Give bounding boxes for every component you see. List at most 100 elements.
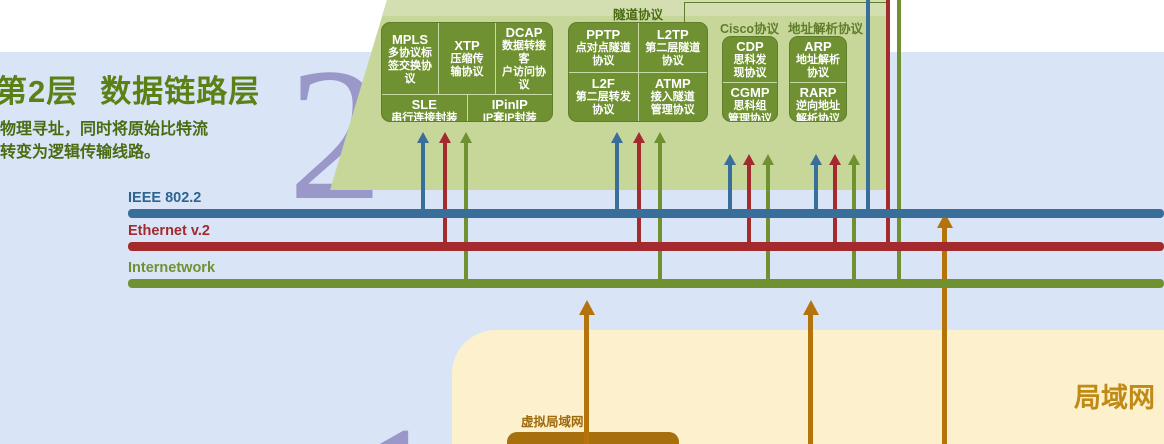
protocol-cn-line: 地址解析 (796, 54, 840, 66)
layer-number-label: 第2层 (0, 74, 79, 109)
watermark-layer-number-lower: 1 (350, 398, 445, 444)
protocol-cn-line: 思科发 (733, 54, 767, 66)
protocol-cell-dcap[interactable]: DCAP 数据转接客 户访问协议 (495, 23, 552, 94)
connector-arrow-ethernet (632, 132, 645, 246)
protocol-abbr: SLE (411, 97, 437, 112)
protocol-abbr: ARP (804, 39, 832, 54)
connector-arrow-internetwork (459, 132, 472, 283)
connector-arrow-ethernet (742, 154, 755, 246)
protocol-cn-line: 协议 (661, 54, 684, 67)
protocol-cell-pptp[interactable]: PPTP 点对点隧道 协议 (569, 23, 638, 72)
connector-arrow-ethernet (828, 154, 841, 246)
protocol-cn-line: 点对点隧道 (575, 41, 631, 54)
protocol-cn-line: 签交换协议 (388, 59, 432, 85)
protocol-abbr: DCAP (505, 25, 543, 40)
protocol-row: L2F 第二层转发 协议 ATMP 接入隧道 管理协议 (569, 71, 708, 122)
protocol-abbr: IPinIP (491, 97, 528, 112)
group-caption-arp: 地址解析协议 (788, 22, 864, 36)
protocol-abbr: RARP (799, 85, 837, 100)
layer-description: 物理寻址，同时将原始比特流 转变为逻辑传输线路。 (0, 118, 208, 164)
protocol-group-tunnel[interactable]: PPTP 点对点隧道 协议 L2TP 第二层隧道 协议 L2F 第二层转发 协议… (568, 22, 708, 122)
bus-label-ethernet: Ethernet v.2 (128, 223, 210, 239)
protocol-cn-line: 串行连接封装 (391, 112, 458, 122)
protocol-cn-line: 数据转接客 (502, 40, 546, 65)
protocol-abbr: ATMP (654, 76, 691, 92)
vlan-box[interactable] (507, 432, 679, 444)
protocol-cn-line: 户访问协议 (502, 66, 546, 91)
protocol-row: MPLS 多协议标 签交换协议 XTP 压缩传 输协议 DCAP 数据转接客 户… (382, 23, 552, 94)
protocol-abbr: PPTP (586, 26, 621, 42)
tunnel-scope-bracket (684, 2, 888, 28)
protocol-cn-line: 现协议 (733, 67, 767, 79)
connector-arrow-internetwork (761, 154, 774, 283)
layer-description-line-1: 物理寻址，同时将原始比特流 (0, 121, 209, 138)
protocol-row: ARP 地址解析 协议 (790, 37, 846, 82)
protocol-cn-line: 多协议标 (388, 46, 432, 59)
layer-description-line-2: 转变为逻辑传输线路。 (0, 144, 161, 161)
protocol-cn-line: 接入隧道 (650, 91, 695, 104)
protocol-cn-line: IP套IP封装 (482, 112, 537, 122)
protocol-cell-mpls[interactable]: MPLS 多协议标 签交换协议 (382, 23, 438, 94)
group-caption-tunnel: 隧道协议 (613, 8, 664, 22)
connector-arrow-vlan-uplink (578, 300, 595, 444)
protocol-cell-arp[interactable]: ARP 地址解析 协议 (790, 37, 846, 82)
protocol-cell-atmp[interactable]: ATMP 接入隧道 管理协议 (637, 72, 708, 121)
bus-label-ieee: IEEE 802.2 (128, 190, 202, 206)
vlan-label: 虚拟局域网 (521, 415, 584, 429)
bus-line-ethernet (128, 242, 1164, 251)
protocol-row: PPTP 点对点隧道 协议 L2TP 第二层隧道 协议 (569, 23, 707, 72)
connector-arrow-internetwork (847, 154, 860, 283)
bus-line-ieee (128, 209, 1164, 218)
connector-arrow-ieee (723, 154, 736, 213)
protocol-abbr: CDP (736, 39, 764, 54)
connector-arrow-ethernet (438, 132, 451, 246)
protocol-cell-xtp[interactable]: XTP 压缩传 输协议 (438, 23, 495, 94)
protocol-cn-line: 管理协议 (728, 113, 772, 122)
protocol-cn-line: 协议 (592, 104, 615, 117)
protocol-cell-ipinip[interactable]: IPinIP IP套IP封装 协议 (466, 95, 553, 122)
protocol-group-arp[interactable]: ARP 地址解析 协议 RARP 逆向地址 解析协议 (789, 36, 847, 122)
protocol-cell-cdp[interactable]: CDP 思科发 现协议 (723, 37, 777, 82)
protocol-cn-line: 管理协议 (650, 104, 695, 117)
bus-line-internetwork (128, 279, 1164, 288)
layer-name-label: 数据链路层 (100, 74, 261, 109)
trunk-line-ieee (866, 0, 870, 213)
protocol-abbr: MPLS (391, 31, 429, 47)
protocol-abbr: XTP (454, 38, 480, 53)
protocol-cn-line: 第二层转发 (575, 91, 631, 104)
protocol-group-cisco[interactable]: CDP 思科发 现协议 CGMP 思科组 管理协议 (722, 36, 778, 122)
protocol-row: CDP 思科发 现协议 (723, 37, 777, 82)
page-title: 第2层数据链路层 (0, 66, 260, 111)
connector-arrow-internetwork (653, 132, 666, 283)
trunk-line-ethernet (886, 0, 890, 246)
protocol-cn-line: 解析协议 (796, 113, 840, 122)
lan-title: 局域网 (1074, 383, 1155, 413)
protocol-abbr: L2TP (656, 26, 689, 42)
connector-arrow-ieee (809, 154, 822, 213)
bus-label-internetwork: Internetwork (128, 260, 216, 276)
layer2-protocol-panel-highlight (382, 0, 890, 16)
protocol-row: SLE 串行连接封装 协议 IPinIP IP套IP封装 协议 (382, 94, 553, 122)
connector-arrow-lan-uplink (802, 300, 819, 444)
protocol-abbr: CGMP (730, 85, 770, 100)
connector-arrow-ieee (416, 132, 429, 213)
protocol-cell-cgmp[interactable]: CGMP 思科组 管理协议 (723, 83, 777, 122)
protocol-cell-sle[interactable]: SLE 串行连接封装 协议 (382, 95, 467, 122)
protocol-row: RARP 逆向地址 解析协议 (790, 82, 846, 122)
protocol-group-mpls[interactable]: MPLS 多协议标 签交换协议 XTP 压缩传 输协议 DCAP 数据转接客 户… (381, 22, 553, 122)
protocol-row: CGMP 思科组 管理协议 (723, 82, 777, 122)
protocol-cn-line: 逆向地址 (796, 100, 840, 112)
protocol-cell-l2tp[interactable]: L2TP 第二层隧道 协议 (637, 23, 708, 72)
protocol-cn-line: 协议 (592, 54, 615, 67)
group-caption-cisco: Cisco协议 (720, 22, 780, 36)
protocol-abbr: L2F (591, 76, 615, 92)
protocol-cn-line: 压缩传 (450, 53, 484, 65)
protocol-cn-line: 输协议 (450, 66, 484, 78)
protocol-cn-line: 协议 (807, 67, 829, 79)
protocol-cell-l2f[interactable]: L2F 第二层转发 协议 (569, 73, 638, 122)
protocol-cn-line: 第二层隧道 (645, 41, 701, 54)
protocol-cell-rarp[interactable]: RARP 逆向地址 解析协议 (790, 83, 846, 122)
connector-arrow-ieee (610, 132, 623, 213)
trunk-line-internetwork (897, 0, 901, 284)
